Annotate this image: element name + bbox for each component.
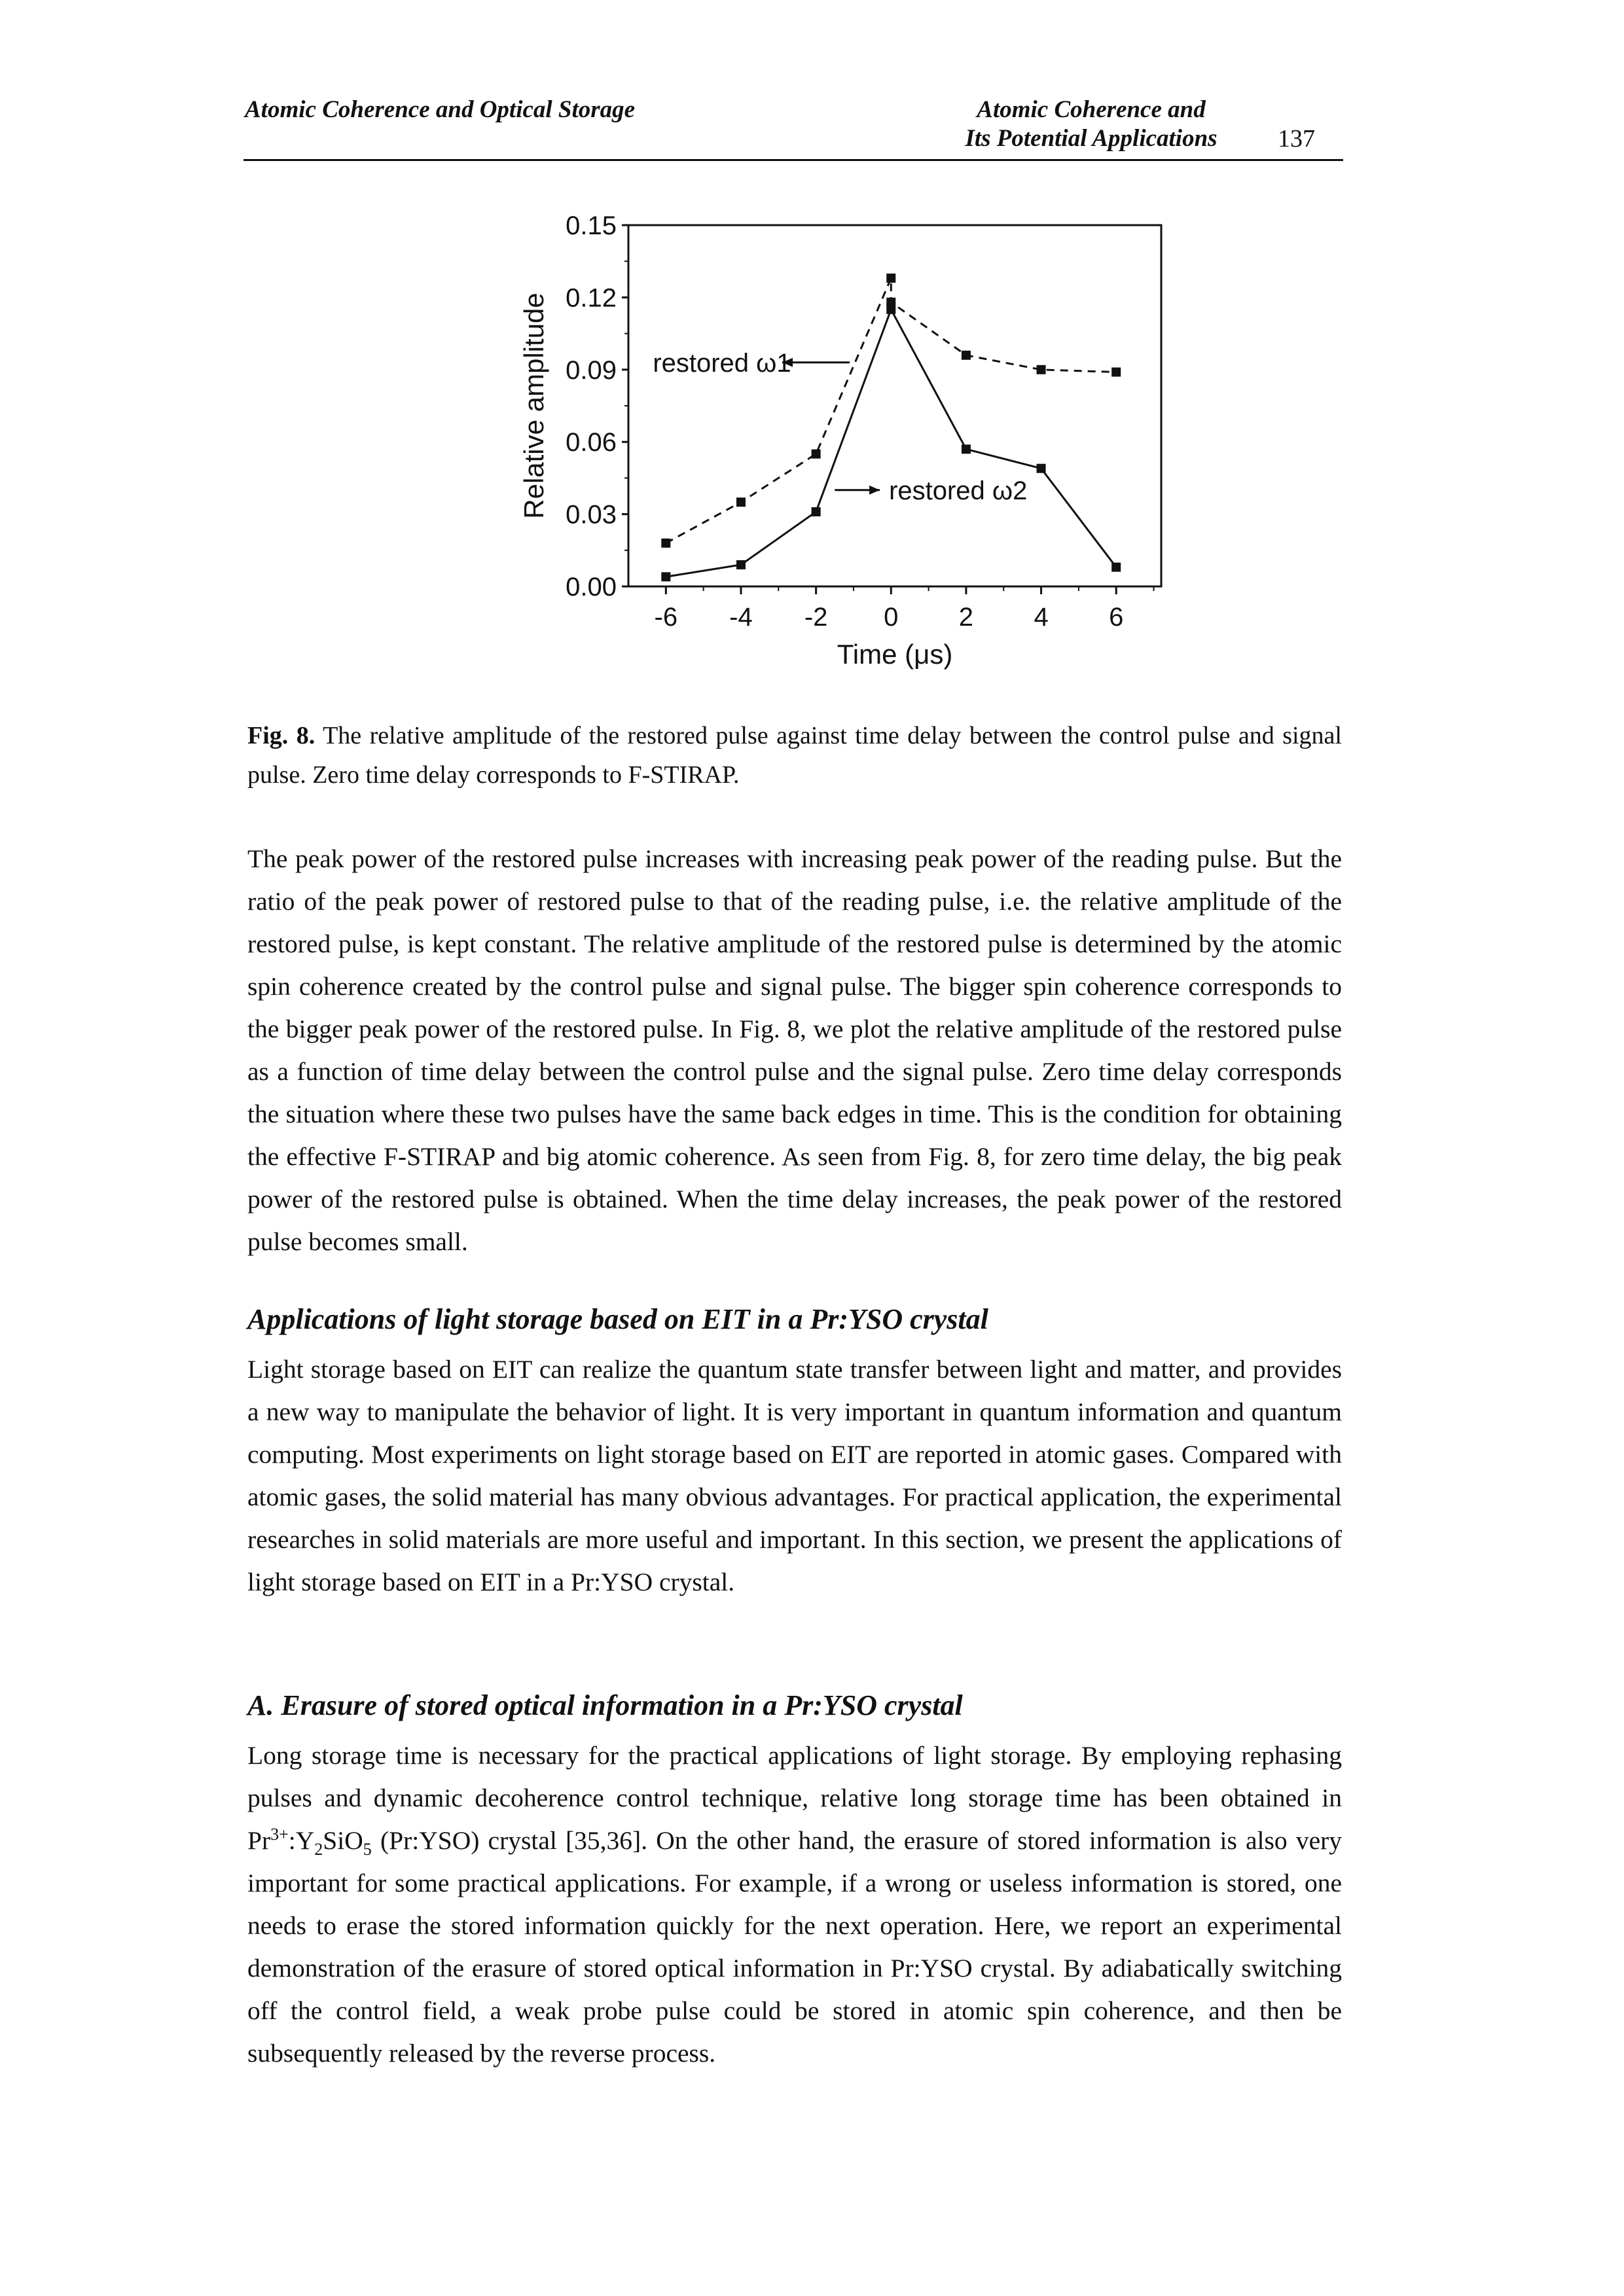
x-tick-label: 6 bbox=[1109, 603, 1123, 632]
paragraph-3-subscript-2: 5 bbox=[363, 1839, 372, 1859]
paragraph-3-part-a: Long storage time is necessary for the p… bbox=[247, 1741, 1342, 1855]
y-tick-label: 0.06 bbox=[566, 428, 617, 457]
data-point-marker bbox=[661, 538, 671, 548]
data-point-marker bbox=[736, 560, 746, 569]
data-point-marker bbox=[1036, 365, 1046, 374]
x-tick-label: 4 bbox=[1034, 603, 1048, 632]
annotation-arrowhead-w1 bbox=[782, 357, 793, 367]
running-header-right-line1: Atomic Coherence and bbox=[977, 96, 1206, 123]
data-point-marker bbox=[736, 497, 746, 507]
paragraph-3-superscript: 3+ bbox=[270, 1824, 289, 1844]
data-point-marker bbox=[811, 507, 821, 516]
paragraph-3-part-d: (Pr:YSO) crystal [35,36]. On the other h… bbox=[247, 1826, 1342, 2068]
x-axis-label: Time (μs) bbox=[837, 639, 953, 670]
chart-series bbox=[661, 273, 1121, 582]
series-line-1 bbox=[665, 278, 1117, 545]
running-header-left: Atomic Coherence and Optical Storage bbox=[245, 96, 636, 123]
paragraph-2: Light storage based on EIT can realize t… bbox=[247, 1355, 1342, 1596]
paragraph-3-subscript-1: 2 bbox=[314, 1839, 323, 1859]
data-point-marker bbox=[811, 449, 821, 459]
data-point-marker bbox=[1111, 562, 1121, 572]
paragraph-3-part-c: SiO bbox=[323, 1826, 363, 1855]
section-heading-erasure: A. Erasure of stored optical information… bbox=[247, 1689, 963, 1721]
data-point-marker bbox=[886, 297, 896, 307]
data-point-marker bbox=[886, 304, 896, 314]
page-number: 137 bbox=[1278, 125, 1315, 152]
figure-8: 0.00 0.03 0.06 0.09 0.12 0.15 -6 -4 -2 0 2 4 6 Time … bbox=[484, 196, 1191, 713]
x-tick-label: -2 bbox=[804, 603, 828, 632]
running-header-right-line2: Its Potential Applications bbox=[965, 125, 1218, 152]
figure-caption-text: The relative amplitude of the restored p… bbox=[247, 722, 1342, 789]
y-tick-label: 0.12 bbox=[566, 283, 617, 312]
x-tick-label: -6 bbox=[655, 603, 678, 632]
data-point-marker bbox=[1111, 367, 1121, 377]
paragraph-3-part-b: :Y bbox=[288, 1826, 315, 1855]
annotation-restored-w2: restored ω2 bbox=[889, 476, 1027, 505]
section-heading-applications: Applications of light storage based on E… bbox=[247, 1303, 988, 1335]
figure-caption-label: Fig. 8. bbox=[247, 722, 316, 749]
x-tick-label: 0 bbox=[884, 603, 898, 632]
y-tick-label: 0.15 bbox=[566, 211, 617, 240]
paragraph-3: Long storage time is necessary for the p… bbox=[247, 1734, 1342, 2075]
y-tick-label: 0.03 bbox=[566, 501, 617, 529]
data-point-marker bbox=[961, 350, 971, 360]
data-point-marker bbox=[961, 444, 971, 454]
x-tick-label: -4 bbox=[729, 603, 753, 632]
x-tick-label: 2 bbox=[959, 603, 973, 632]
paragraph-1: The peak power of the restored pulse inc… bbox=[247, 844, 1342, 1256]
y-tick-label: 0.00 bbox=[566, 573, 617, 601]
data-point-marker bbox=[1036, 463, 1046, 473]
data-point-marker bbox=[661, 572, 671, 582]
annotation-restored-w1: restored ω1 bbox=[653, 349, 791, 378]
figure-caption: Fig. 8. The relative amplitude of the re… bbox=[247, 716, 1342, 795]
chart-ticks: 0.00 0.03 0.06 0.09 0.12 0.15 -6 -4 -2 0 2 4 6 bbox=[566, 211, 1155, 632]
relative-amplitude-chart: 0.00 0.03 0.06 0.09 0.12 0.15 -6 -4 -2 0 2 4 6 Time … bbox=[518, 211, 1163, 670]
chart-labels: Time (μs) Relative amplitude restored ω1 re… bbox=[518, 293, 1027, 670]
header-rule bbox=[244, 159, 1343, 161]
running-header-right: Atomic Coherence and Its Potential Appli… bbox=[957, 96, 1225, 153]
data-point-marker bbox=[886, 273, 896, 283]
y-tick-label: 0.09 bbox=[566, 356, 617, 385]
annotation-arrowhead-w2 bbox=[869, 485, 880, 495]
y-axis-label: Relative amplitude bbox=[518, 293, 549, 519]
